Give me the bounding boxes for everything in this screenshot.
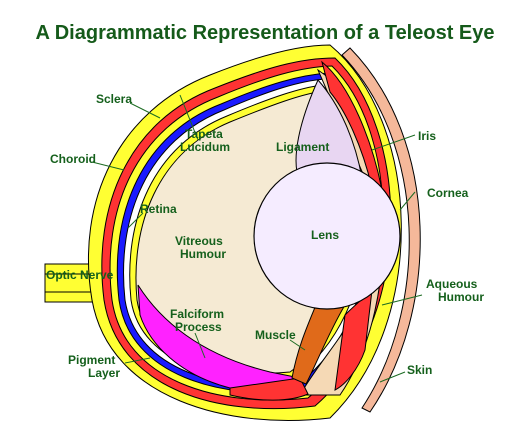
label-falciform-2: Process xyxy=(175,320,222,334)
iris-lower xyxy=(334,288,373,391)
label-tapeta-1: Tapeta xyxy=(185,127,223,141)
label-falciform-1: Falciform xyxy=(170,307,224,321)
label-choroid: Choroid xyxy=(50,152,96,166)
label-optic-nerve: Optic Nerve xyxy=(46,268,114,282)
lens xyxy=(253,162,401,310)
label-retina: Retina xyxy=(140,202,177,216)
label-sclera: Sclera xyxy=(96,92,132,106)
label-vitreous-2: Humour xyxy=(180,247,226,261)
label-iris: Iris xyxy=(418,129,436,143)
label-vitreous-1: Vitreous xyxy=(175,234,223,248)
label-lens: Lens xyxy=(311,228,339,242)
label-pigment-2: Layer xyxy=(88,366,120,380)
label-aqueous-2: Humour xyxy=(438,290,484,304)
skin-layer xyxy=(341,47,421,413)
pigment-layer xyxy=(229,377,309,401)
diagram-title: A Diagrammatic Representation of a Teleo… xyxy=(35,22,495,44)
label-muscle: Muscle xyxy=(255,328,296,342)
label-tapeta-2: Lucidum xyxy=(180,140,230,154)
muscle xyxy=(291,297,346,385)
label-aqueous-1: Aqueous xyxy=(426,277,478,291)
label-ligament: Ligament xyxy=(276,140,329,154)
label-skin: Skin xyxy=(407,363,432,377)
label-cornea: Cornea xyxy=(427,186,469,200)
label-pigment-1: Pigment xyxy=(68,353,115,367)
